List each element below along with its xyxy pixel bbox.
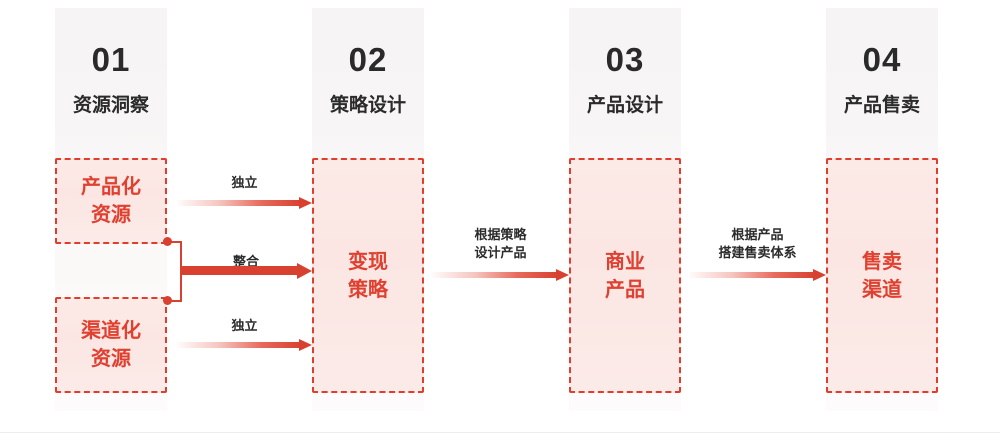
- node-commercial-product[interactable]: 商业 产品: [569, 158, 681, 393]
- connector-caption-product-to-channel: 根据产品 搭建售卖体系: [718, 227, 797, 260]
- stage-number-03: 03: [605, 41, 645, 78]
- arrow-shaft: [177, 342, 301, 348]
- connector-caption-integrate: 整合: [232, 254, 259, 269]
- node-label: 渠道化 资源: [81, 320, 141, 370]
- arrow-head-icon: [299, 339, 312, 351]
- arrow-shaft: [180, 266, 300, 275]
- node-productized-resource[interactable]: 产品化 资源: [55, 158, 167, 244]
- connector-caption-independent-bottom: 独立: [231, 318, 258, 333]
- arrow-head-icon: [556, 269, 569, 281]
- node-monetization-strategy[interactable]: 变现 策略: [312, 158, 424, 393]
- stage-number-01: 01: [91, 41, 131, 78]
- stage-title-02: 策略设计: [329, 95, 406, 116]
- connector-arrow-independent-bottom: [177, 339, 312, 351]
- connector-arrow-integrate: [180, 263, 312, 279]
- stage-title-03: 产品设计: [586, 95, 663, 116]
- node-channelized-resource[interactable]: 渠道化 资源: [55, 297, 167, 393]
- connector-arrow-independent-top: [177, 197, 312, 209]
- connector-arrow-strategy-to-product: [432, 269, 569, 281]
- stage-number-04: 04: [862, 41, 902, 78]
- merge-line-top: [167, 241, 182, 243]
- arrow-head-icon: [297, 263, 312, 279]
- merge-line-bottom: [167, 300, 182, 302]
- footer-divider: [0, 432, 1000, 433]
- node-sales-channel[interactable]: 售卖 渠道: [826, 158, 938, 393]
- node-label: 产品化 资源: [81, 176, 141, 226]
- stage-title-04: 产品售卖: [843, 95, 920, 116]
- connector-caption-independent-top: 独立: [231, 175, 258, 190]
- arrow-shaft: [177, 200, 301, 206]
- arrow-shaft: [432, 272, 558, 278]
- arrow-head-icon: [299, 197, 312, 209]
- node-label: 变现 策略: [348, 250, 388, 301]
- stage-number-02: 02: [348, 41, 388, 78]
- node-label: 售卖 渠道: [862, 250, 902, 301]
- node-label: 商业 产品: [605, 250, 645, 301]
- connector-arrow-product-to-channel: [689, 269, 826, 281]
- arrow-shaft: [689, 272, 815, 278]
- stage-title-01: 资源洞察: [72, 95, 149, 116]
- arrow-head-icon: [813, 269, 826, 281]
- connector-caption-strategy-to-product: 根据策略 设计产品: [474, 227, 527, 260]
